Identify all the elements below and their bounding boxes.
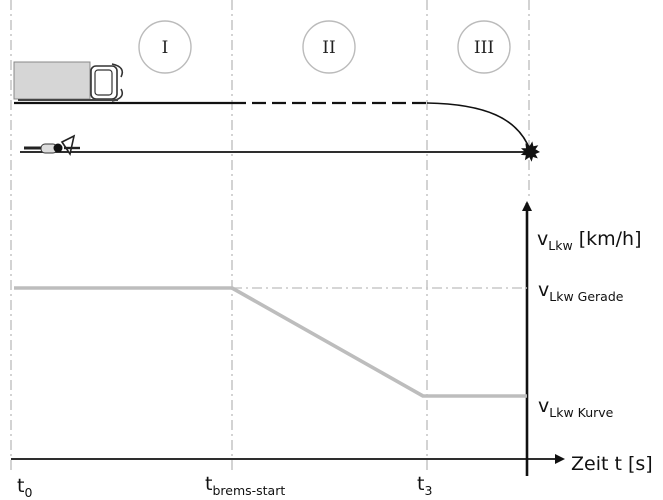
time-mark-t3: t3 [417,473,432,498]
phase-marker-2: II [302,20,356,74]
svg-text:II: II [322,38,335,58]
truck-path-curve [426,102,531,151]
phase-marker-1: I [138,20,192,74]
time-mark-brems-start: tbrems-start [205,473,285,498]
svg-text:I: I [162,38,169,58]
phase-marker-3: III [457,20,511,74]
svg-text:III: III [474,38,494,58]
time-mark-t0: t0 [17,475,32,500]
collision-star-icon [520,141,540,162]
bicycle-icon [24,134,80,157]
time-axis-label: Zeit t [s] [571,453,653,475]
truck-icon [13,61,124,102]
velocity-profile [14,286,527,398]
truck-path [14,101,531,151]
phase-boundaries [10,0,530,470]
velocity-axis-label: vLkw [km/h] [537,228,642,253]
kurve-level-label: vLkw Kurve [538,395,614,420]
gerade-level-label: vLkw Gerade [538,279,624,304]
